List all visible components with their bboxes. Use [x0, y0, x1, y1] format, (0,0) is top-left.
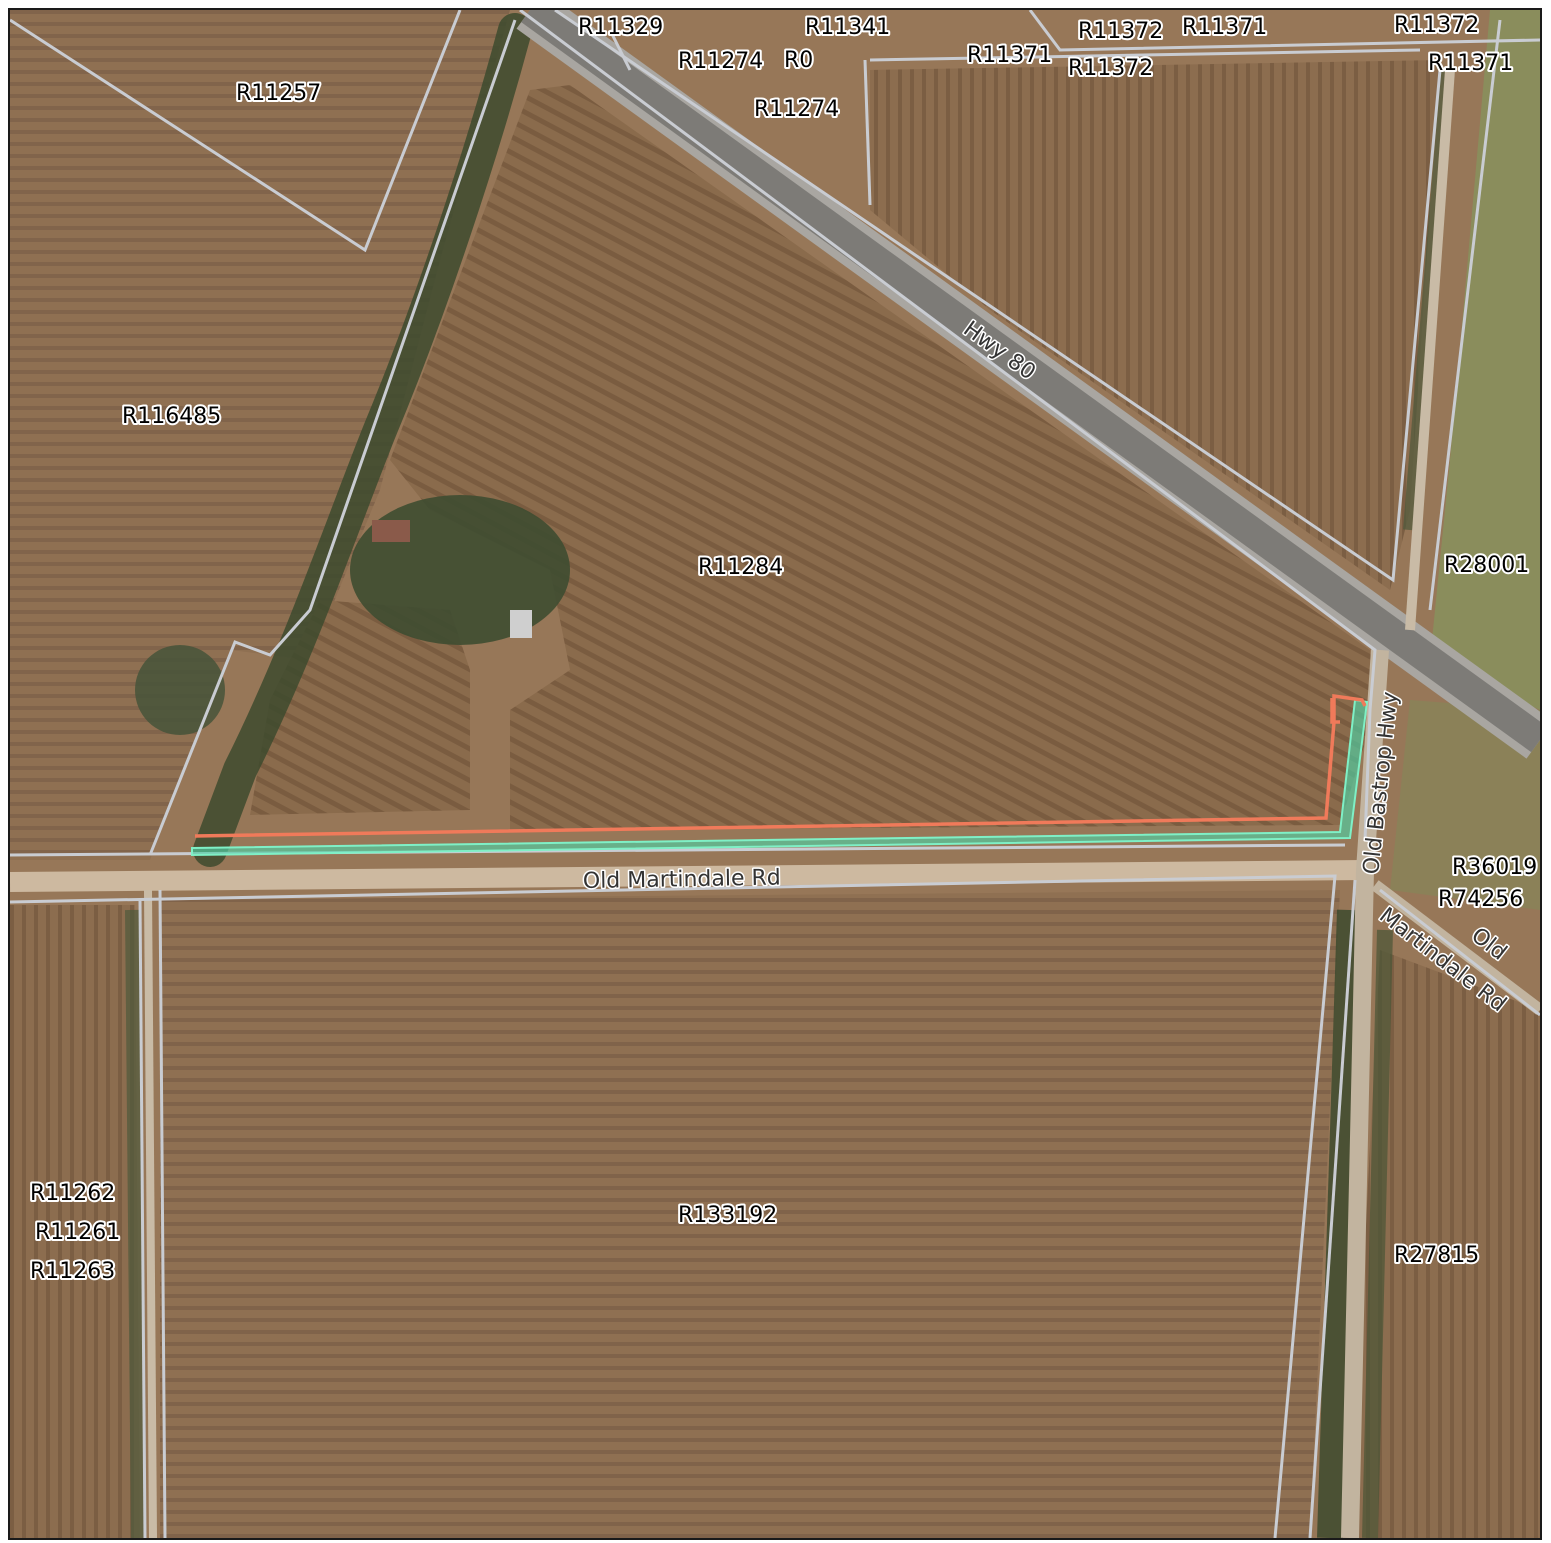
parcel-label-r11372-ne: R11372: [1394, 13, 1479, 38]
field-main: [390, 85, 1375, 830]
parcel-label-r11274: R11274: [678, 49, 763, 74]
parcel-label-r11341: R11341: [805, 15, 890, 40]
grass-east: [1430, 10, 1540, 710]
parcel-label-r11371-mid: R11371: [967, 43, 1052, 68]
parcel-label-r11284: R11284: [698, 555, 783, 580]
outbuilding-roof: [510, 610, 532, 638]
easement-area[interactable]: [191, 698, 1369, 857]
parcel-label-r74256: R74256: [1438, 887, 1523, 912]
hwy-80-lanes: [521, 10, 1540, 753]
parcel-label-r11262: R11262: [30, 1181, 115, 1206]
parcel-label-r11371-ne: R11371: [1428, 51, 1513, 76]
easement-outline[interactable]: [194, 693, 1367, 838]
old-bastrop-road: [1341, 649, 1389, 1538]
tree-line-southwest: [125, 909, 145, 1538]
parcel-label-r11372: R11372: [1078, 19, 1163, 44]
tree-line-west: [193, 13, 532, 867]
tree-cluster-west: [135, 645, 225, 735]
field-south-main: [160, 890, 1340, 1538]
easement-outline-tab: [1330, 698, 1340, 724]
old-martindale-road: [10, 860, 1366, 892]
grass-east-mid: [1390, 700, 1540, 910]
parcel-label-r36019: R36019: [1452, 855, 1537, 880]
field-northeast: [870, 60, 1440, 590]
parcel-label-r11257: R11257: [236, 81, 321, 106]
field-southwest: [10, 905, 140, 1538]
aerial-map[interactable]: R11329 R11341 R11372 R11371 R11372 R1127…: [10, 10, 1540, 1538]
tree-line-east-2: [1362, 929, 1393, 1538]
house-roof: [372, 520, 410, 542]
homestead-trees: [350, 495, 570, 645]
parcel-label-r11274-south: R11274: [754, 97, 839, 122]
parcel-label-r116485: R116485: [122, 404, 221, 429]
parcel-label-r11263: R11263: [30, 1259, 115, 1284]
parcel-label-r133192: R133192: [678, 1203, 777, 1228]
parcel-label-r27815: R27815: [1394, 1243, 1479, 1268]
field-southeast: [1350, 950, 1540, 1538]
east-farm-road: [1405, 69, 1455, 631]
parcel-label-r11372-mid: R11372: [1068, 56, 1153, 81]
southwest-farm-road: [144, 889, 157, 1538]
field-west: [10, 10, 510, 860]
parcel-label-r11371: R11371: [1182, 15, 1267, 40]
map-frame[interactable]: R11329 R11341 R11372 R11371 R11372 R1127…: [8, 8, 1542, 1540]
parcel-label-r28001: R28001: [1444, 553, 1529, 578]
road-label-old-martindale-rd: Old Martindale Rd: [583, 866, 781, 894]
parcel-label-r0: R0: [784, 48, 813, 73]
parcel-label-r11261: R11261: [35, 1220, 120, 1245]
parcel-label-r11329: R11329: [578, 15, 663, 40]
